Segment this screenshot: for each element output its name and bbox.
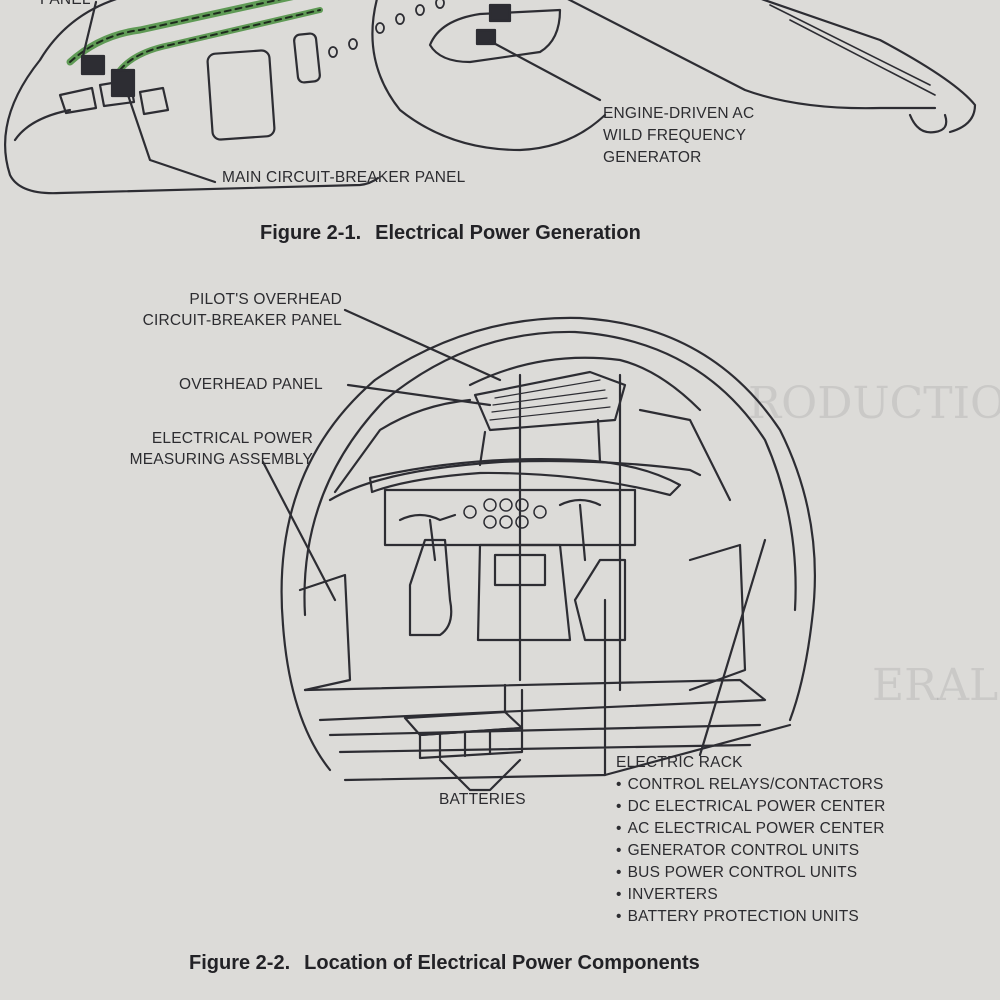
cabin-door bbox=[206, 49, 276, 141]
windshield-post bbox=[478, 418, 602, 467]
wing-leading-edge bbox=[567, 0, 937, 110]
glareshield bbox=[368, 458, 682, 497]
label-batteries: BATTERIES bbox=[439, 791, 526, 808]
figure-2-1-title: Electrical Power Generation bbox=[375, 222, 641, 244]
bleed-heading-general: ERAL bbox=[872, 660, 999, 711]
leader-line bbox=[126, 93, 217, 184]
cockpit-floor bbox=[303, 678, 767, 722]
bleed-heading-introduction: RODUCTIO bbox=[748, 378, 1000, 429]
ceiling bbox=[468, 356, 702, 412]
wiring-run bbox=[69, 0, 282, 63]
copilot-seat bbox=[573, 558, 627, 642]
overhead-switch-grid bbox=[489, 379, 611, 421]
rack-item: INVERTERS bbox=[616, 884, 885, 906]
label-engine-driven-generator: ENGINE-DRIVEN AC WILD FREQUENCY GENERATO… bbox=[603, 105, 755, 166]
leader-line bbox=[698, 538, 767, 757]
wing-tip bbox=[908, 113, 948, 134]
rack-item: DC ELECTRICAL POWER CENTER bbox=[616, 796, 886, 818]
pilot-seat bbox=[408, 538, 453, 637]
cabin-window bbox=[293, 32, 321, 84]
engine-nacelle bbox=[428, 8, 562, 64]
leader-line bbox=[346, 383, 492, 407]
windshield-frame bbox=[328, 459, 702, 502]
wiring-run bbox=[119, 9, 321, 71]
overhead-panel-outline bbox=[473, 370, 627, 432]
rack-item: BUS POWER CONTROL UNITS bbox=[616, 862, 885, 884]
label-main-circuit-breaker-panel: MAIN CIRCUIT-BREAKER PANEL bbox=[222, 169, 466, 186]
overhead-panel-box bbox=[80, 54, 106, 76]
leader-line bbox=[80, 0, 98, 62]
battery-boxes bbox=[403, 683, 524, 760]
figure-2-1-caption: Figure 2-1. Electrical Power Generation bbox=[260, 222, 641, 245]
figure-2-2-number: Figure 2-2. bbox=[189, 952, 291, 974]
aircraft-drawing bbox=[4, 0, 977, 195]
leader-line bbox=[486, 38, 602, 102]
figure-2-2-title: Location of Electrical Power Components bbox=[304, 952, 700, 974]
rack-item: BATTERY PROTECTION UNITS bbox=[616, 906, 885, 928]
rack-item: CONTROL RELAYS/CONTACTORS bbox=[616, 774, 885, 796]
windshield-frame bbox=[333, 398, 472, 494]
fuselage-outline bbox=[4, 0, 380, 195]
windshield-frame bbox=[638, 408, 732, 502]
wing-aileron bbox=[769, 4, 931, 86]
center-pedestal bbox=[476, 543, 572, 642]
fuselage-section-outer bbox=[280, 316, 816, 722]
figure-2-1-number: Figure 2-1. bbox=[260, 222, 362, 244]
label-overhead-panel: OVERHEAD PANEL bbox=[179, 376, 323, 393]
figure-2-2-caption: Figure 2-2. Location of Electrical Power … bbox=[189, 952, 700, 975]
wiring-run bbox=[117, 7, 323, 73]
electric-rack-title: ELECTRIC RACK bbox=[616, 754, 743, 771]
rack-item: GENERATOR CONTROL UNITS bbox=[616, 840, 885, 862]
main-cb-panel-box bbox=[110, 68, 136, 98]
right-console bbox=[688, 543, 747, 692]
cockpit-window bbox=[138, 86, 170, 116]
leader-line bbox=[261, 460, 337, 602]
fuselage-section-inner bbox=[303, 330, 797, 617]
fuselage-section-bottom bbox=[281, 623, 332, 772]
rack-item: AC ELECTRICAL POWER CENTER bbox=[616, 818, 885, 840]
instrument-dials bbox=[463, 498, 547, 529]
label-panel: PANEL bbox=[40, 0, 91, 9]
leader-line bbox=[438, 758, 522, 792]
window-row bbox=[328, 0, 445, 58]
electric-rack-list: CONTROL RELAYS/CONTACTORS DC ELECTRICAL … bbox=[616, 774, 886, 928]
electric-rack-post bbox=[518, 373, 622, 692]
label-electric-rack: ELECTRIC RACK CONTROL RELAYS/CONTACTORS … bbox=[616, 752, 885, 928]
label-measuring-assembly: ELECTRICAL POWER MEASURING ASSEMBLY bbox=[129, 430, 313, 468]
cockpit-drawing bbox=[261, 308, 816, 792]
propeller-disc bbox=[371, 0, 607, 152]
left-console bbox=[298, 573, 352, 692]
generator-box bbox=[488, 3, 512, 23]
fuselage-lower bbox=[13, 108, 72, 142]
wing-trailing-edge bbox=[761, 0, 977, 134]
label-pilot-overhead-cb-panel: PILOT'S OVERHEAD CIRCUIT-BREAKER PANEL bbox=[142, 291, 342, 329]
wing-aileron bbox=[789, 19, 936, 96]
control-yoke-right bbox=[558, 498, 602, 562]
cockpit-window bbox=[58, 86, 98, 115]
leader-line bbox=[343, 308, 502, 382]
floor-structure bbox=[603, 723, 792, 777]
